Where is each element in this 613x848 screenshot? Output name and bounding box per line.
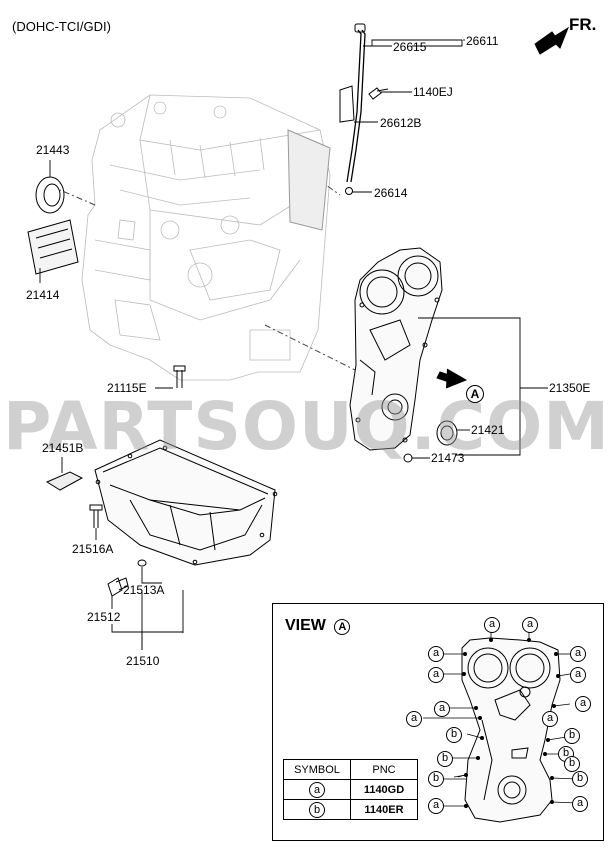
part-26612B[interactable]: 26612B xyxy=(380,116,422,130)
view-a-panel xyxy=(272,603,604,841)
callout-b: b xyxy=(437,751,453,767)
symbol-a: a xyxy=(309,781,325,798)
symbol-cell: b xyxy=(283,799,351,820)
header-symbol: SYMBOL xyxy=(283,759,351,780)
callout-b: b xyxy=(428,771,444,787)
table-header-row: SYMBOL PNC xyxy=(283,759,418,780)
callout-b: b xyxy=(564,728,580,744)
front-arrow-icon xyxy=(534,26,570,55)
front-direction-label: FR. xyxy=(569,15,597,34)
symbol-b: b xyxy=(309,801,325,818)
view-title-text: VIEW xyxy=(285,617,326,634)
part-21513A[interactable]: 21513A xyxy=(123,583,165,597)
part-21115E[interactable]: 21115E xyxy=(107,381,147,395)
view-a-marker[interactable]: A xyxy=(466,385,484,403)
table-row: b 1140ER xyxy=(283,799,418,820)
table-row: a 1140GD xyxy=(283,779,418,800)
oil-pan xyxy=(94,439,278,566)
symbol-pnc-table: SYMBOL PNC a 1140GD b 1140ER xyxy=(283,759,418,820)
callout-a: a xyxy=(542,711,558,727)
part-26611[interactable]: 26611 xyxy=(466,34,499,48)
part-21350E[interactable]: 21350E xyxy=(549,381,591,395)
part-21443[interactable]: 21443 xyxy=(36,143,70,157)
part-26615[interactable]: 26615 xyxy=(393,40,427,54)
part-21473[interactable]: 21473 xyxy=(431,451,465,465)
timing-chain-cover xyxy=(349,247,443,451)
pnc-cell[interactable]: 1140ER xyxy=(350,799,418,820)
view-title-marker: A xyxy=(334,619,351,635)
part-21512[interactable]: 21512 xyxy=(87,610,121,624)
engine-block xyxy=(81,94,331,381)
callout-a: a xyxy=(522,617,538,633)
engine-type-label: (DOHC-TCI/GDI) xyxy=(12,19,111,34)
view-a-title: VIEW A xyxy=(285,617,351,635)
view-a-cover-outline xyxy=(461,637,561,823)
callout-a: a xyxy=(428,667,444,683)
callout-a: a xyxy=(428,646,444,662)
part-26614[interactable]: 26614 xyxy=(374,186,408,200)
callout-a: a xyxy=(570,667,586,683)
part-21451B[interactable]: 21451B xyxy=(42,441,84,455)
part-21516A[interactable]: 21516A xyxy=(72,542,114,556)
callout-a: a xyxy=(575,696,591,712)
callout-a: a xyxy=(572,796,588,812)
symbol-cell: a xyxy=(283,779,351,800)
dipstick-assembly xyxy=(339,23,372,195)
pnc-cell[interactable]: 1140GD xyxy=(350,779,418,800)
part-1140EJ[interactable]: 1140EJ xyxy=(413,85,453,99)
callout-b: b xyxy=(572,771,588,787)
part-21421[interactable]: 21421 xyxy=(471,423,505,437)
callout-a: a xyxy=(570,646,586,662)
callout-a: a xyxy=(434,701,450,717)
callout-b: b xyxy=(446,727,462,743)
part-21414[interactable]: 21414 xyxy=(26,288,60,302)
callout-a: a xyxy=(428,798,444,814)
callout-b: b xyxy=(564,756,580,772)
watermark: PARTSOUQ.COM xyxy=(3,388,610,465)
callout-a: a xyxy=(484,617,500,633)
header-pnc: PNC xyxy=(350,759,418,780)
part-21510[interactable]: 21510 xyxy=(126,654,160,668)
callout-a: a xyxy=(406,711,422,727)
